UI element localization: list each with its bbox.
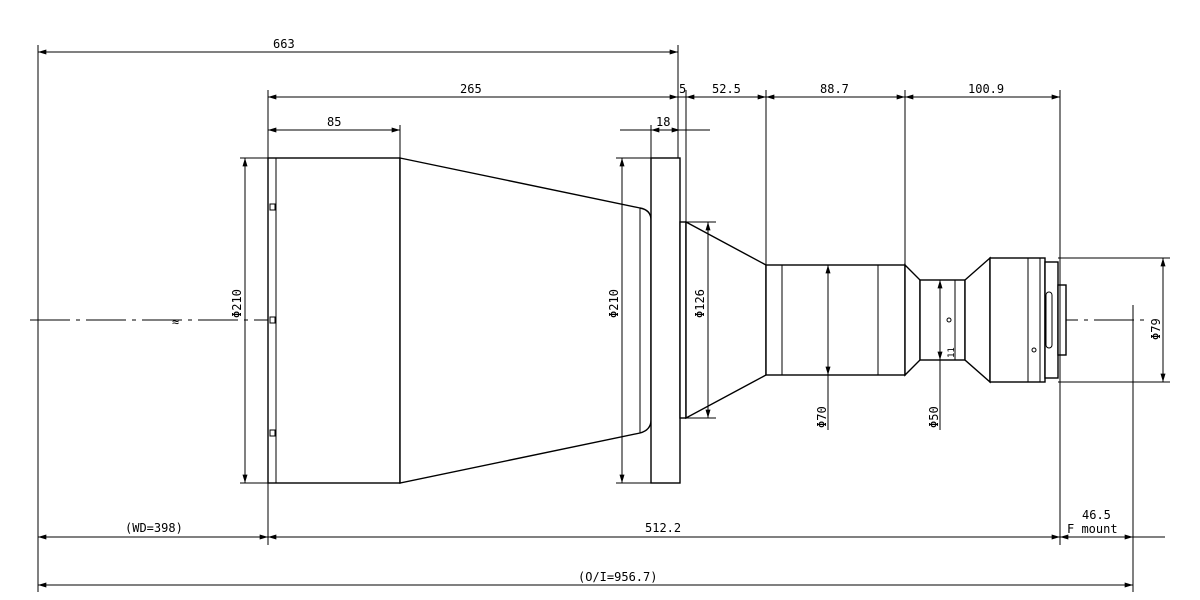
dim-18: 18: [656, 115, 670, 129]
dim-100-9: 100.9: [968, 82, 1004, 96]
dim-phi210-flange: Φ210: [607, 289, 621, 318]
break-mark: ≈: [172, 315, 179, 329]
diameter-dimensions: Φ210 Φ210 Φ126 Φ70 Φ50 11 Φ79: [230, 157, 1166, 483]
lens-body: [267, 157, 1067, 484]
dim-phi70: Φ70: [815, 406, 829, 428]
dim-phi126: Φ126: [693, 289, 707, 318]
mount-label: F mount: [1067, 522, 1118, 536]
iris-marks: 11: [947, 347, 957, 358]
dim-phi50: Φ50: [927, 406, 941, 428]
dim-phi210-front: Φ210: [230, 289, 244, 318]
extension-lines: [37, 45, 1170, 592]
dim-88-7: 88.7: [820, 82, 849, 96]
dim-46-5: 46.5: [1082, 508, 1111, 522]
dim-wd: (WD=398): [125, 521, 183, 535]
dim-52-5: 52.5: [712, 82, 741, 96]
dim-512-2: 512.2: [645, 521, 681, 535]
dim-265: 265: [460, 82, 482, 96]
dim-5: 5: [679, 82, 686, 96]
dim-663: 663: [273, 37, 295, 51]
horizontal-dimensions: 663 265 85 18 5 52.5 88.7 100.9 (WD=398)…: [38, 37, 1165, 588]
dim-85: 85: [327, 115, 341, 129]
dim-phi79: Φ79: [1149, 318, 1163, 340]
dim-oi: (O/I=956.7): [578, 570, 657, 584]
